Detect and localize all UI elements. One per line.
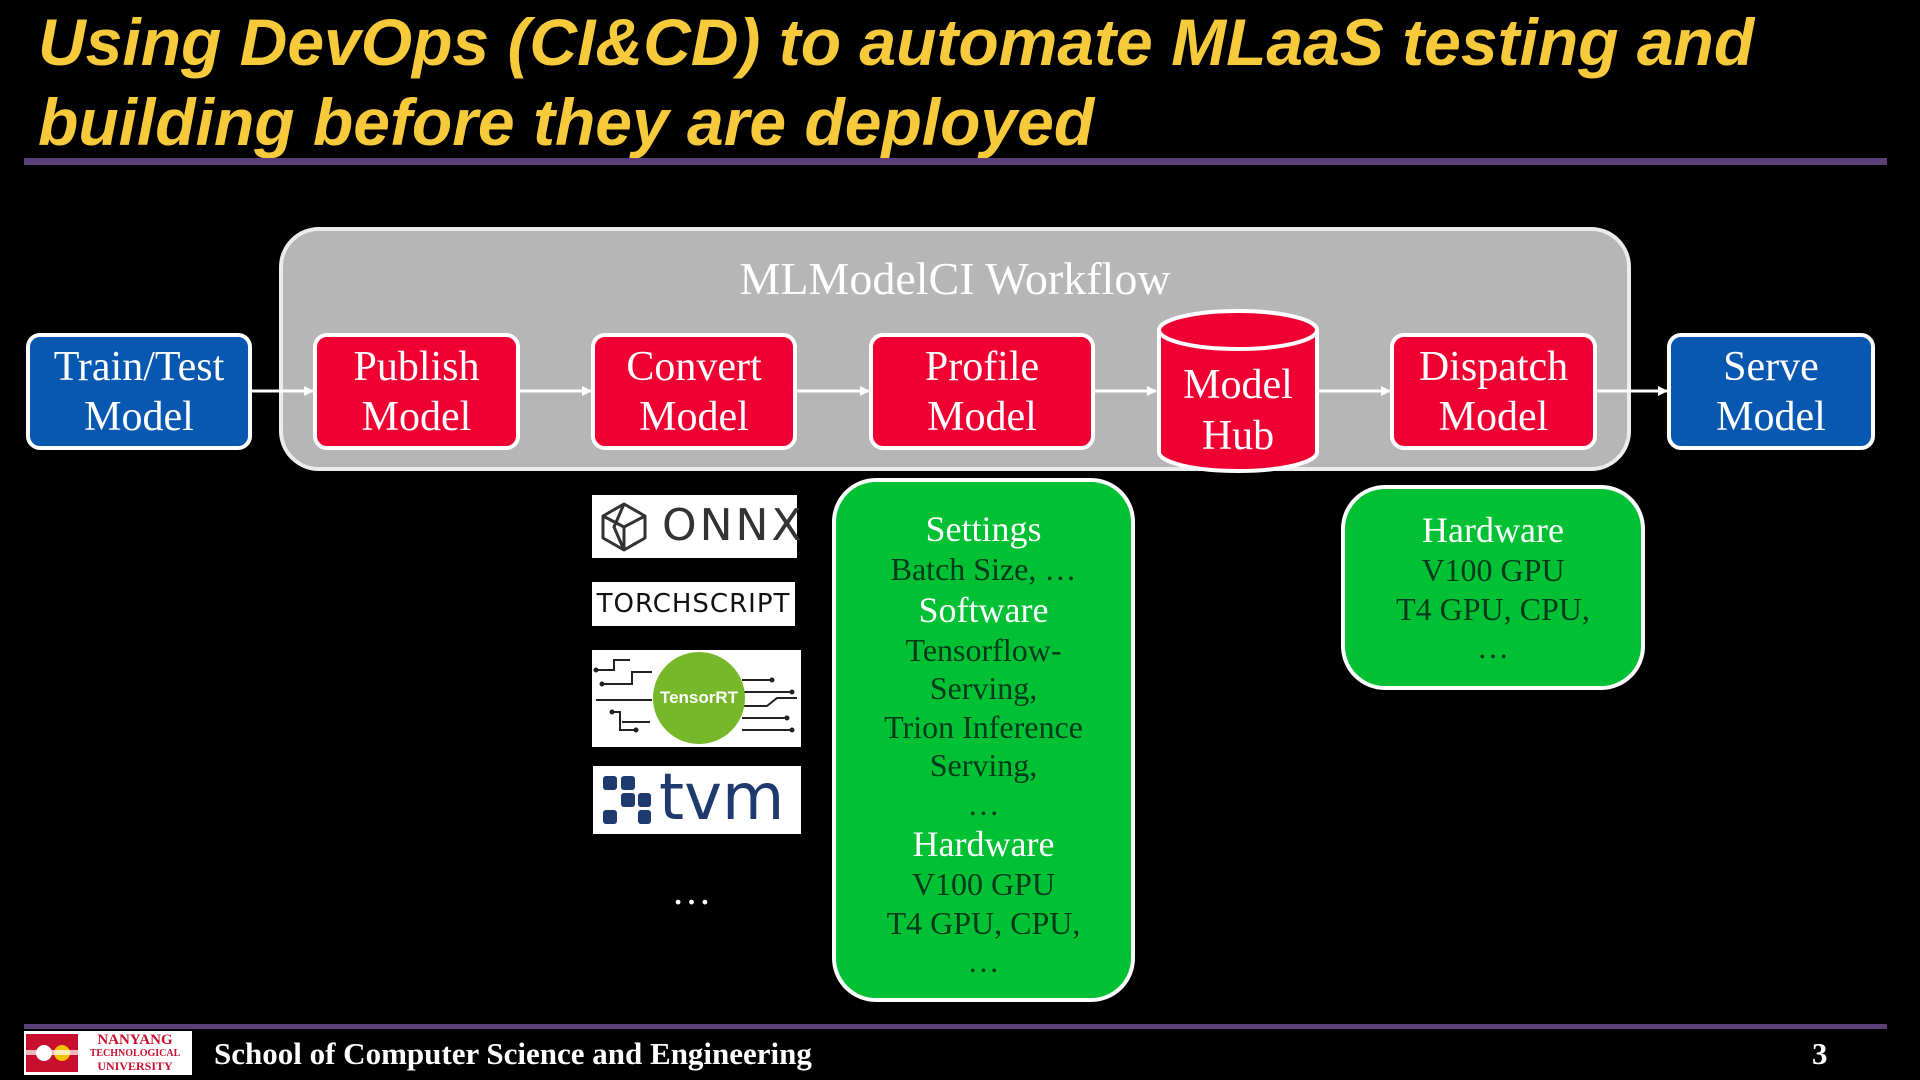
tvm-logo: tvm [593, 762, 801, 834]
model-hub-cylinder [1157, 309, 1319, 473]
workflow-label: MLModelCI Workflow [739, 253, 1171, 304]
tvm-text: tvm [659, 761, 785, 835]
ntu-logo-line1: NANYANG [97, 1032, 173, 1048]
train-test-model-box: Train/Test Model [26, 333, 252, 450]
dispatch-model-box: Dispatch Model [1390, 333, 1597, 450]
ntu-logo-line2: TECHNOLOGICAL [89, 1048, 181, 1059]
tensorrt-logo: TensorRT [592, 650, 801, 747]
ntu-logo: NANYANG TECHNOLOGICAL UNIVERSITY [24, 1031, 192, 1075]
onnx-icon [601, 502, 647, 552]
footer-divider [24, 1024, 1887, 1029]
software-line4: Serving, [929, 747, 1038, 783]
hub-line1: Model [1183, 362, 1293, 408]
dispatch-line2: Model [1438, 393, 1549, 440]
serve-line2: Model [1716, 393, 1826, 440]
software-line1: Tensorflow- [905, 631, 1062, 668]
software-line3: Trion Inference [884, 708, 1083, 745]
hub-line2: Hub [1201, 413, 1275, 459]
tensorrt-circuit-icon [593, 652, 797, 744]
ntu-logo-line3: UNIVERSITY [97, 1059, 173, 1073]
dispatch-line1: Dispatch [1418, 343, 1569, 390]
dispatch-hardware-line1: V100 GPU [1421, 552, 1565, 588]
onnx-text: ONNX [662, 500, 805, 551]
tvm-icon [603, 776, 651, 824]
footer-school-name: School of Computer Science and Engineeri… [214, 1036, 812, 1071]
convert-line2: Model [639, 393, 749, 440]
slide-title: Using DevOps (CI&CD) to automate MLaaS t… [38, 2, 1888, 162]
hardware-line2: T4 GPU, CPU, [886, 904, 1081, 941]
serve-line1: Serve [1723, 343, 1819, 390]
torchscript-logo: TORCHSCRIPT [592, 582, 795, 626]
publish-line2: Model [361, 393, 472, 440]
slide-title-line1: Using DevOps (CI&CD) to automate MLaaS t… [38, 5, 1755, 79]
train-line2: Model [84, 393, 194, 440]
dispatch-details-box: Hardware V100 GPU T4 GPU, CPU, … [1341, 485, 1645, 690]
ntu-crest-icon [26, 1034, 78, 1072]
settings-line1: Batch Size, … [890, 551, 1077, 587]
convert-line1: Convert [626, 343, 762, 390]
convert-model-box: Convert Model [591, 333, 797, 450]
train-line1: Train/Test [53, 343, 225, 390]
tensorrt-text: TensorRT [659, 688, 739, 707]
profile-line2: Model [927, 393, 1037, 440]
profile-details-box: Settings Batch Size, … Software Tensorfl… [832, 478, 1135, 1002]
dispatch-hardware-line3: … [1477, 629, 1509, 665]
software-line5: … [967, 785, 1000, 822]
slide-title-line2: building before they are deployed [38, 85, 1095, 159]
software-line2: Serving, [929, 670, 1038, 706]
hardware-line3: … [967, 943, 1000, 979]
hardware-line1: V100 GPU [911, 866, 1056, 902]
title-divider [24, 158, 1887, 165]
publish-model-box: Publish Model [313, 333, 520, 450]
torchscript-text: TORCHSCRIPT [596, 589, 791, 619]
model-hub-label: Model Hub [1156, 360, 1320, 462]
hardware-heading: Hardware [912, 824, 1055, 864]
serve-model-box: Serve Model [1667, 333, 1875, 450]
onnx-logo: ONNX [592, 495, 802, 558]
dispatch-hardware-line2: T4 GPU, CPU, [1396, 590, 1590, 627]
dispatch-hardware-heading: Hardware [1422, 510, 1564, 550]
profile-line1: Profile [924, 343, 1040, 390]
ntu-logo-text: NANYANG TECHNOLOGICAL UNIVERSITY [80, 1033, 190, 1073]
settings-heading: Settings [925, 509, 1042, 549]
publish-line1: Publish [353, 343, 480, 390]
more-converters-ellipsis: … [671, 868, 718, 913]
page-number: 3 [1812, 1036, 1828, 1071]
profile-model-box: Profile Model [869, 333, 1095, 450]
software-heading: Software [918, 589, 1049, 630]
